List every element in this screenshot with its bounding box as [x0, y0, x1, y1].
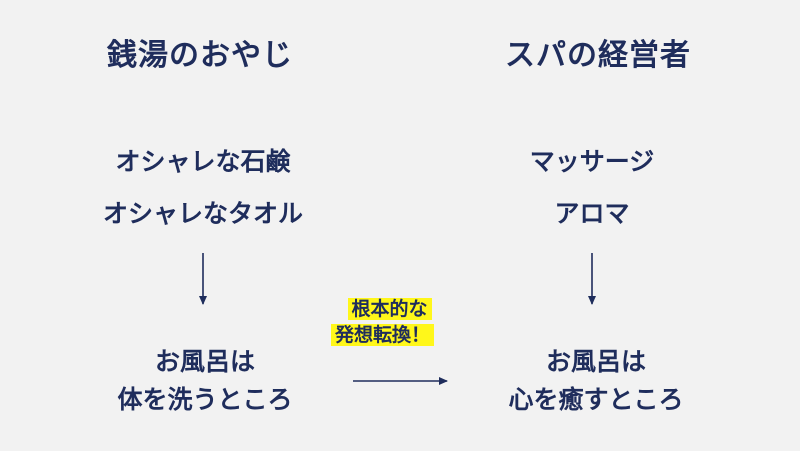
- right-result: お風呂は 心を癒すところ: [508, 343, 683, 419]
- callout: 根本的な 発想転換！: [331, 296, 435, 348]
- left-result-line-1: お風呂は: [154, 347, 256, 376]
- right-item-1: マッサージ: [529, 147, 655, 176]
- callout-line-1: 根本的な: [347, 298, 432, 320]
- callout-line-2: 発想転換！: [331, 324, 435, 346]
- right-heading: スパの経営者: [505, 38, 691, 73]
- right-item-2: アロマ: [554, 199, 630, 228]
- left-item-1: オシャレな石鹸: [115, 147, 291, 176]
- left-result-line-2: 体を洗うところ: [117, 385, 293, 414]
- left-item-2: オシャレなタオル: [102, 199, 304, 228]
- left-heading: 銭湯のおやじ: [107, 38, 293, 73]
- right-result-line-2: 心を癒すところ: [508, 385, 684, 414]
- left-result: お風呂は 体を洗うところ: [117, 343, 292, 419]
- right-result-line-1: お風呂は: [545, 347, 647, 376]
